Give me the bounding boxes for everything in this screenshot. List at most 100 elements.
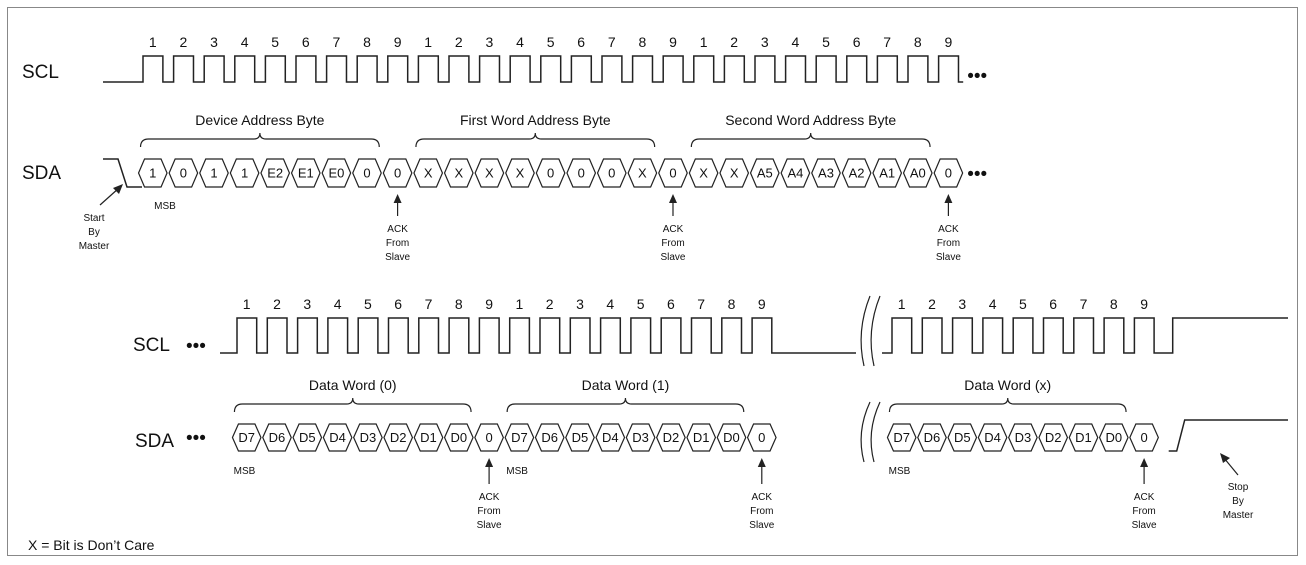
bit-cell-first-word-3 (474, 158, 505, 188)
brace-data-word-0 (233, 397, 472, 413)
bit-cell-second-word-8-label: A0 (910, 166, 926, 181)
bit-cell-data-word-0-4 (322, 423, 353, 452)
scl-label-bottom: SCL (133, 335, 170, 356)
bit-cell-first-word-2-label: X (454, 166, 463, 181)
bit-cell-data-word-x-5 (1007, 423, 1038, 452)
bit-cell-first-word-3-label: X (485, 166, 494, 181)
ack-label-top-2-line-2: From (661, 238, 684, 249)
bit-cell-data-word-1-5 (625, 423, 656, 452)
bit-cell-data-word-1-2-label: D6 (541, 430, 558, 445)
bit-cell-data-word-0-1 (231, 423, 262, 452)
group-label-device-address: Device Address Byte (195, 112, 324, 128)
bit-cell-device-address-8 (352, 158, 382, 188)
bit-cell-data-word-1-8 (716, 423, 747, 452)
bit-cell-first-word-4 (505, 158, 535, 188)
bit-cell-data-word-x-3-label: D5 (954, 430, 971, 445)
scl-clock-number-bottom-17: 8 (728, 296, 736, 312)
bit-cell-data-word-x-2 (917, 423, 947, 452)
scl-clock-number-bottom-18: 9 (758, 296, 766, 312)
bit-cell-data-word-1-8-label: D0 (723, 430, 740, 445)
scl-clock-number-top-6: 6 (302, 34, 310, 50)
ack-bit-top-1 (382, 158, 413, 188)
scl-waveform-top (103, 55, 964, 83)
scl-clock-number-bottom-16: 7 (697, 296, 705, 312)
ack-bit-top-1-label: 0 (394, 166, 401, 181)
bit-cell-data-word-0-8-label: D0 (450, 430, 467, 445)
bit-cell-first-word-1 (413, 158, 444, 188)
ack-bit-bottom-1 (474, 423, 505, 452)
scl-clock-number-top-10: 1 (424, 34, 432, 50)
sda-label-bottom: SDA (135, 431, 174, 452)
group-label-data-word-0: Data Word (0) (309, 377, 397, 393)
scl-clock-number-bottom-25: 7 (1080, 296, 1088, 312)
bit-cell-data-word-0-3 (292, 423, 323, 452)
scl-clock-number-top-3: 3 (210, 34, 218, 50)
break-mark-scl-a (860, 295, 871, 367)
msb-label-top: MSB (154, 201, 176, 212)
ack-label-bottom-1-line-1: ACK (479, 492, 500, 503)
bit-cell-first-word-8 (627, 158, 658, 188)
bit-cell-data-word-0-2-label: D6 (269, 430, 286, 445)
bit-cell-data-word-1-2 (534, 423, 565, 452)
scl-clock-number-top-17: 8 (638, 34, 646, 50)
msb-label-data-word-0: MSB (234, 466, 256, 477)
bit-cell-data-word-1-6-label: D2 (663, 430, 680, 445)
scl-clock-number-top-18: 9 (669, 34, 677, 50)
group-label-data-word-x: Data Word (x) (964, 377, 1051, 393)
bit-cell-data-word-0-8 (443, 423, 474, 452)
bit-cell-data-word-x-1-label: D7 (893, 430, 910, 445)
bit-cell-second-word-4 (780, 158, 811, 188)
scl-clock-number-top-27: 9 (944, 34, 952, 50)
bit-cell-data-word-1-1-label: D7 (511, 430, 528, 445)
bit-cell-second-word-6 (841, 158, 872, 188)
stop-label-line-3: Master (1223, 510, 1254, 521)
bit-cell-first-word-6-label: 0 (578, 166, 585, 181)
scl-clock-number-bottom-4: 4 (334, 296, 342, 312)
scl-clock-number-bottom-5: 5 (364, 296, 372, 312)
ack-bit-bottom-3 (1129, 423, 1160, 452)
bit-cell-first-word-1-label: X (424, 166, 433, 181)
scl-clock-number-top-24: 6 (853, 34, 861, 50)
scl-clock-number-bottom-12: 3 (576, 296, 584, 312)
bit-cell-device-address-2 (168, 158, 199, 188)
ack-label-top-3-line-2: From (937, 238, 960, 249)
start-arrow-head (113, 184, 123, 194)
scl-clock-number-bottom-24: 6 (1049, 296, 1057, 312)
scl-clock-number-top-15: 6 (577, 34, 585, 50)
scl-clock-number-bottom-2: 2 (273, 296, 281, 312)
scl-clock-number-top-9: 9 (394, 34, 402, 50)
scl-clock-number-bottom-15: 6 (667, 296, 675, 312)
scl-clock-number-bottom-6: 6 (394, 296, 402, 312)
bit-cell-data-word-x-7 (1068, 423, 1099, 452)
bit-cell-data-word-1-7 (686, 423, 717, 452)
bit-cell-first-word-7-label: 0 (608, 166, 615, 181)
bit-cell-data-word-0-7-label: D1 (420, 430, 437, 445)
bit-cell-data-word-0-4-label: D4 (329, 430, 346, 445)
bit-cell-data-word-x-8 (1098, 423, 1129, 452)
bit-cell-data-word-1-4-label: D4 (602, 430, 619, 445)
scl-clock-number-bottom-11: 2 (546, 296, 554, 312)
break-mark-sda-a (860, 401, 871, 463)
scl-clock-number-bottom-14: 5 (637, 296, 645, 312)
bit-cell-data-word-0-3-label: D5 (299, 430, 316, 445)
scl-clock-number-bottom-10: 1 (515, 296, 523, 312)
scl-clock-number-bottom-8: 8 (455, 296, 463, 312)
scl-clock-number-top-26: 8 (914, 34, 922, 50)
bit-cell-device-address-2-label: 0 (180, 166, 187, 181)
ack-arrow-bottom-1-head (485, 458, 494, 467)
scl-clock-number-top-8: 8 (363, 34, 371, 50)
bit-cell-device-address-5 (260, 158, 291, 188)
bit-cell-data-word-1-4 (595, 423, 626, 452)
bit-cell-second-word-5 (811, 158, 841, 188)
scl-waveform-bottom-right (882, 317, 1288, 354)
bit-cell-device-address-7 (321, 158, 352, 188)
diagram-border (7, 7, 1298, 556)
bit-cell-first-word-8-label: X (638, 166, 647, 181)
ack-arrow-bottom-3-head (1140, 458, 1149, 467)
scl-clock-number-bottom-23: 5 (1019, 296, 1027, 312)
scl-clock-number-top-13: 4 (516, 34, 524, 50)
stop-arrow-head (1220, 453, 1230, 463)
bit-cell-data-word-1-1 (504, 423, 535, 452)
ack-bit-top-2 (658, 158, 688, 188)
bit-cell-data-word-x-5-label: D3 (1015, 430, 1032, 445)
